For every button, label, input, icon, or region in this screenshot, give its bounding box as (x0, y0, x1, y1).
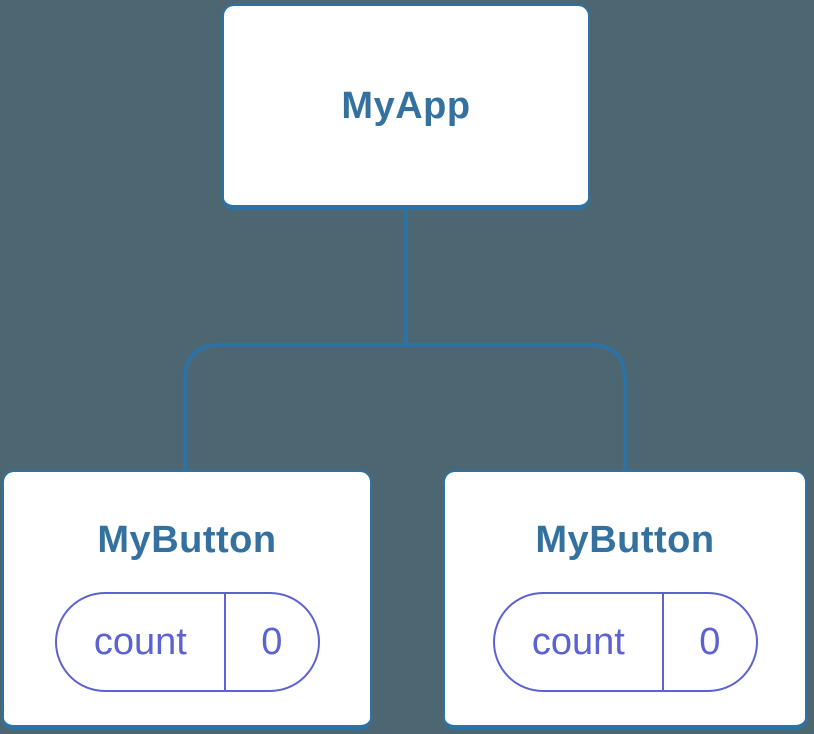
state-name: count (57, 594, 227, 690)
component-label-myapp: MyApp (341, 84, 471, 127)
component-label-mybutton-left: MyButton (97, 519, 277, 561)
component-node-mybutton-right: MyButton count 0 (443, 470, 807, 730)
component-label-mybutton-right: MyButton (535, 519, 715, 561)
state-value: 0 (261, 620, 283, 663)
component-node-myapp: MyApp (222, 4, 590, 210)
state-name: count (495, 594, 665, 690)
state-pill: count 0 (492, 592, 758, 692)
component-node-mybutton-left: MyButton count 0 (2, 470, 372, 730)
state-pill: count 0 (54, 592, 320, 692)
state-value: 0 (699, 620, 721, 663)
connector-branch (183, 343, 627, 474)
